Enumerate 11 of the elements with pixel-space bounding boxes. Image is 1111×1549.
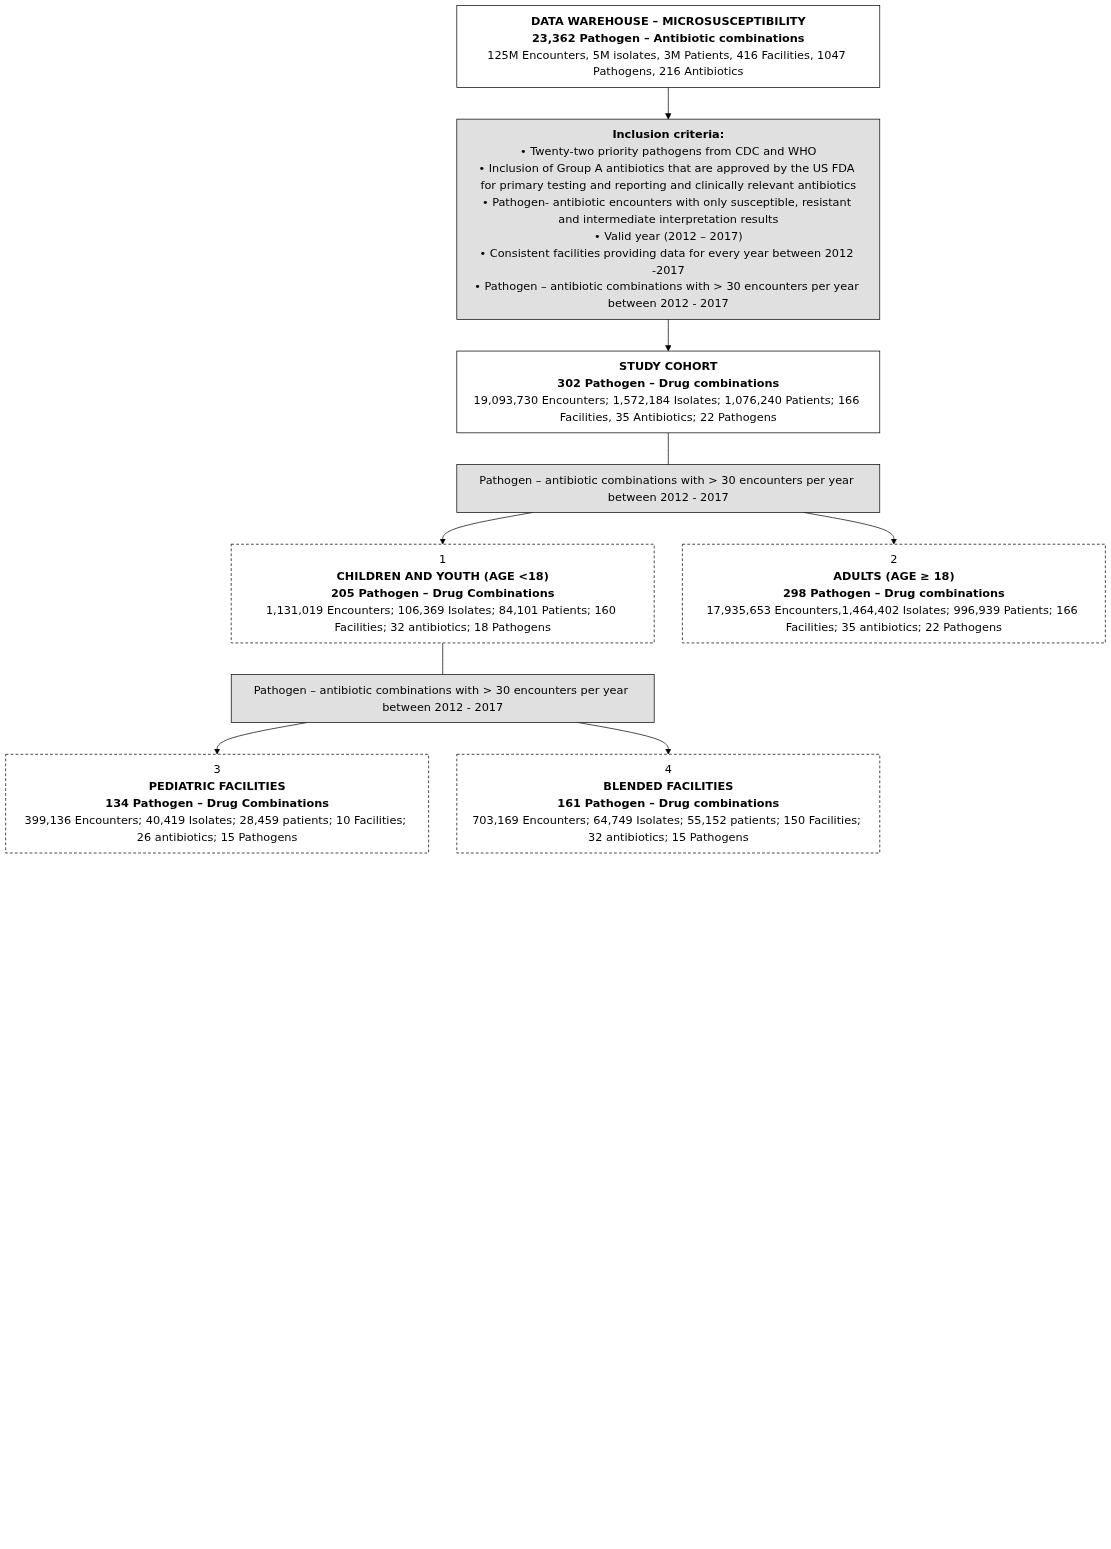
node-box: Pathogen – antibiotic combinations with > 30 encounters per year between 2012 - 2017: [230, 674, 655, 723]
node-box: 4 BLENDED FACILITIES 161 Pathogen – Drug combinations 703,169 Encounters; 64,749 Isolates; 55,152 patients; 150 Facilities; 32 antibiotics; 15 Pathogens: [456, 753, 881, 854]
connector: [442, 642, 444, 675]
node-box: STUDY COHORT 302 Pathogen – Drug combinations 19,093,730 Encounters; 1,572,184 Isolates; 1,076,240 Patients; 166 Facilities, 35 Antibiotics; 22 Pathogens: [456, 350, 881, 434]
node-box: 2 ADULTS (AGE ≥ 18) 298 Pathogen – Drug combinations 17,935,653 Encounters,1,464,402 Isolates; 996,939 Patients; 166 Facilities; 35 antibiotics; 22 Pathogens: [682, 543, 1106, 644]
node-box: Pathogen – antibiotic combinations with > 30 encounters per year between 2012 - 2017: [456, 464, 881, 513]
node-box: 1 CHILDREN AND YOUTH (AGE <18) 205 Pathogen – Drug Combinations 1,131,019 Encounters; 106,369 Isolates; 84,101 Patients; 160 Facilities; 32 antibiotics; 18 Pathogens: [230, 543, 655, 644]
connector: [667, 432, 669, 465]
node-box: DATA WAREHOUSE – MICROSUSCEPTIBILITY 23,362 Pathogen – Antibiotic combinations 125M Encounters, 5M isolates, 3M Patients, 416 Facilities, 1047 Pathogens, 216 Antibiotics: [456, 5, 881, 88]
node-box: 3 PEDIATRIC FACILITIES 134 Pathogen – Drug Combinations 399,136 Encounters; 40,419 Isolates; 28,459 patients; 10 Facilities; 26 antibiotics; 15 Pathogens: [5, 753, 429, 854]
node-box: Inclusion criteria: • Twenty-two priority pathogens from CDC and WHO • Inclusion of Group A antibiotics that are approved by the US FDA for primary testing and reporting and clinically relevant antibiotics • Pathogen- antibiotic encounters with only susceptible, resistant and intermediate interpretation results • Valid year (2012 – 2017) • Consistent facilities providing data for every year between 2012 -2017 • Pathogen – antibiotic combinations with > 30 encounters per year between 2012 - 2017: [456, 118, 881, 320]
